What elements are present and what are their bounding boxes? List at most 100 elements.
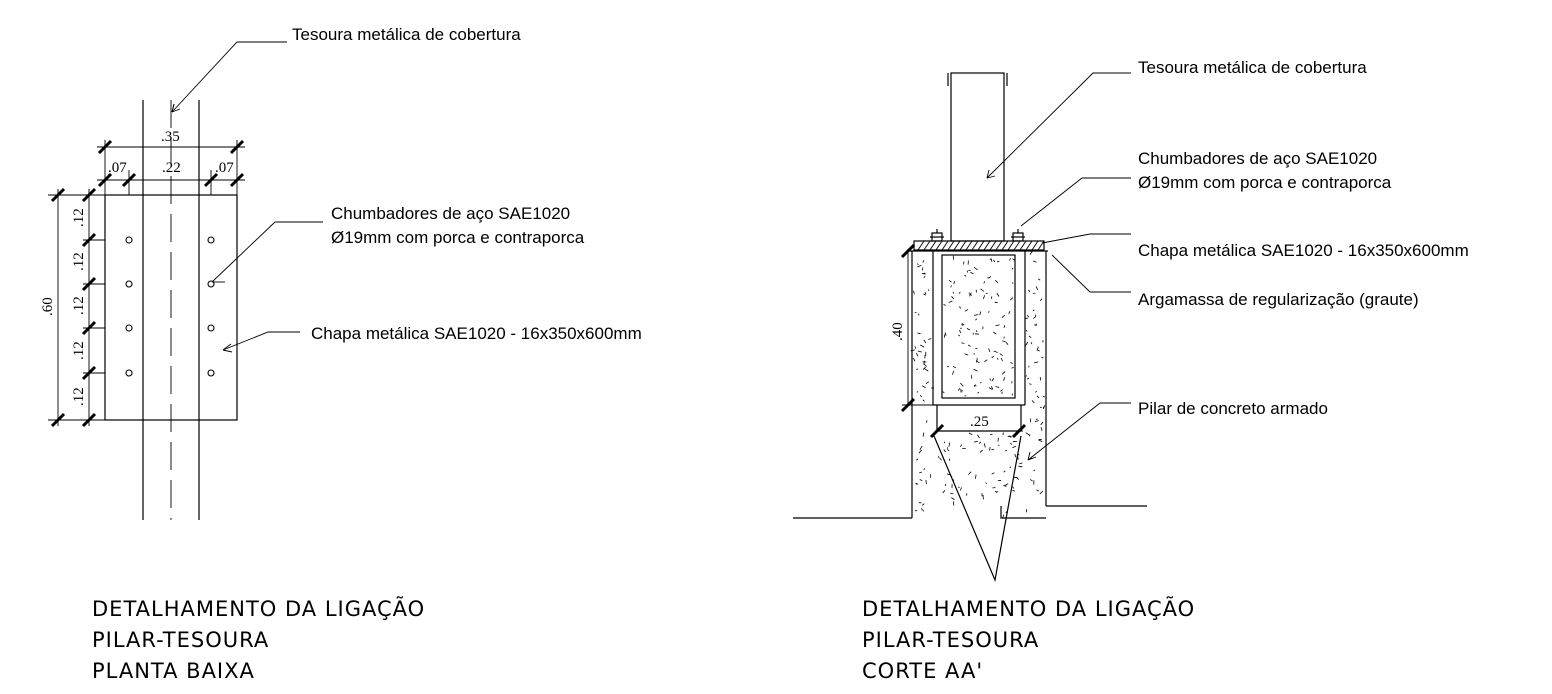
concrete-speck [964,274,967,277]
concrete-speck [942,391,945,394]
concrete-speck [1029,250,1033,255]
concrete-speck [1037,349,1040,352]
concrete-speck [973,368,978,372]
plan-title-line1: DETALHAMENTO DA LIGAÇÃO [92,595,425,621]
dim-right-margin: .07 [215,160,234,176]
concrete-speck [996,292,1000,297]
concrete-speck [923,276,926,278]
dim-center-width: .22 [162,160,181,176]
dim-width: .25 [970,414,989,430]
concrete-speck [979,449,983,453]
plate-hatch-line [917,240,925,251]
concrete-speck [958,291,961,294]
concrete-speck [919,471,923,474]
concrete-speck [919,478,923,482]
concrete-speck [1002,340,1006,342]
concrete-speck [950,493,954,495]
concrete-speck [970,375,973,379]
concrete-speck [922,432,925,437]
concrete-speck [916,368,919,370]
plate-hatch-line [1025,240,1033,251]
concrete-speck [993,331,997,335]
concrete-speck [1003,376,1006,381]
concrete-speck [969,292,972,297]
concrete-speck [958,334,961,337]
plan-leaders [171,41,323,353]
concrete-speck [1040,421,1044,426]
anchor-hole [125,236,133,244]
concrete-speck [1030,479,1033,482]
anchor-hole [207,280,215,288]
plate-hatch-line [989,240,997,251]
concrete-speck [1010,361,1013,365]
concrete-speck [1001,371,1006,375]
concrete-speck [943,449,946,453]
dim-spacing: .12 [71,252,87,271]
concrete-speck [1032,309,1035,312]
concrete-speck [1011,267,1014,270]
concrete-speck [1010,297,1014,301]
section-label-argamassa: Argamassa de regularização (graute) [1138,290,1419,309]
concrete-speck [991,356,995,359]
concrete-speck [1034,420,1039,422]
concrete-speck [989,447,991,451]
section-label-pilar: Pilar de concreto armado [1138,399,1328,418]
concrete-speck [959,444,963,447]
concrete-speck [922,260,925,263]
concrete-speck [959,330,962,334]
anchor-hole [207,369,215,377]
concrete-speck [980,288,985,292]
concrete-speck [1012,486,1015,489]
section-label-chumbadores-line1: Chumbadores de aço SAE1020 [1138,149,1377,168]
concrete-speck [994,301,998,304]
concrete-speck [948,458,951,461]
concrete-speck [920,344,925,348]
dim-spacing: .12 [71,208,87,227]
concrete-speck [1008,311,1011,314]
anchor-hole [207,324,215,332]
concrete-speck [913,357,916,362]
dim-spacing: .12 [71,341,87,360]
concrete-speck [944,332,947,336]
dim-spacing: .12 [71,296,87,315]
concrete-speck [1028,289,1031,293]
concrete-speck [916,263,919,265]
concrete-speck [959,306,961,309]
dim-plate-height: .60 [40,297,56,316]
concrete-speck [1011,366,1014,369]
concrete-speck [917,265,922,268]
concrete-speck [973,314,979,316]
concrete-speck [1012,489,1016,492]
plate-hatch-line [1001,240,1009,251]
concrete-speck [1012,445,1017,449]
plan-label-tesoura: Tesoura metálica de cobertura [292,25,521,44]
dim-left-margin: .07 [108,160,127,176]
concrete-speck [1036,489,1039,492]
concrete-speck [1011,282,1014,284]
concrete-speck [914,311,917,314]
concrete-speck [948,279,952,283]
concrete-speck [984,359,988,363]
concrete-speck [964,353,969,356]
section-leaders [986,72,1131,461]
concrete-speck [1003,324,1006,328]
anchor-hole [125,369,133,377]
concrete-speck [1038,438,1042,441]
anchor-bolts-section [930,229,1025,242]
concrete-speck [1040,427,1043,431]
concrete-speck [995,386,1000,388]
concrete-speck [966,270,969,273]
dim-spacing: .12 [71,387,87,406]
plate-hatch-line [971,240,979,251]
concrete-speck [1003,485,1007,487]
concrete-speck [975,318,978,321]
anchor-hole [125,324,133,332]
plate-hatch-line [1013,240,1021,251]
plate-hatch-line [953,240,961,251]
concrete-speck [983,281,986,284]
plate-hatch-line [1007,240,1015,251]
concrete-speck [973,440,978,443]
plan-title-line2: PILAR-TESOURA [92,628,269,652]
concrete-speck [921,272,926,274]
section-dimensions: .40 .25 [890,243,1027,439]
